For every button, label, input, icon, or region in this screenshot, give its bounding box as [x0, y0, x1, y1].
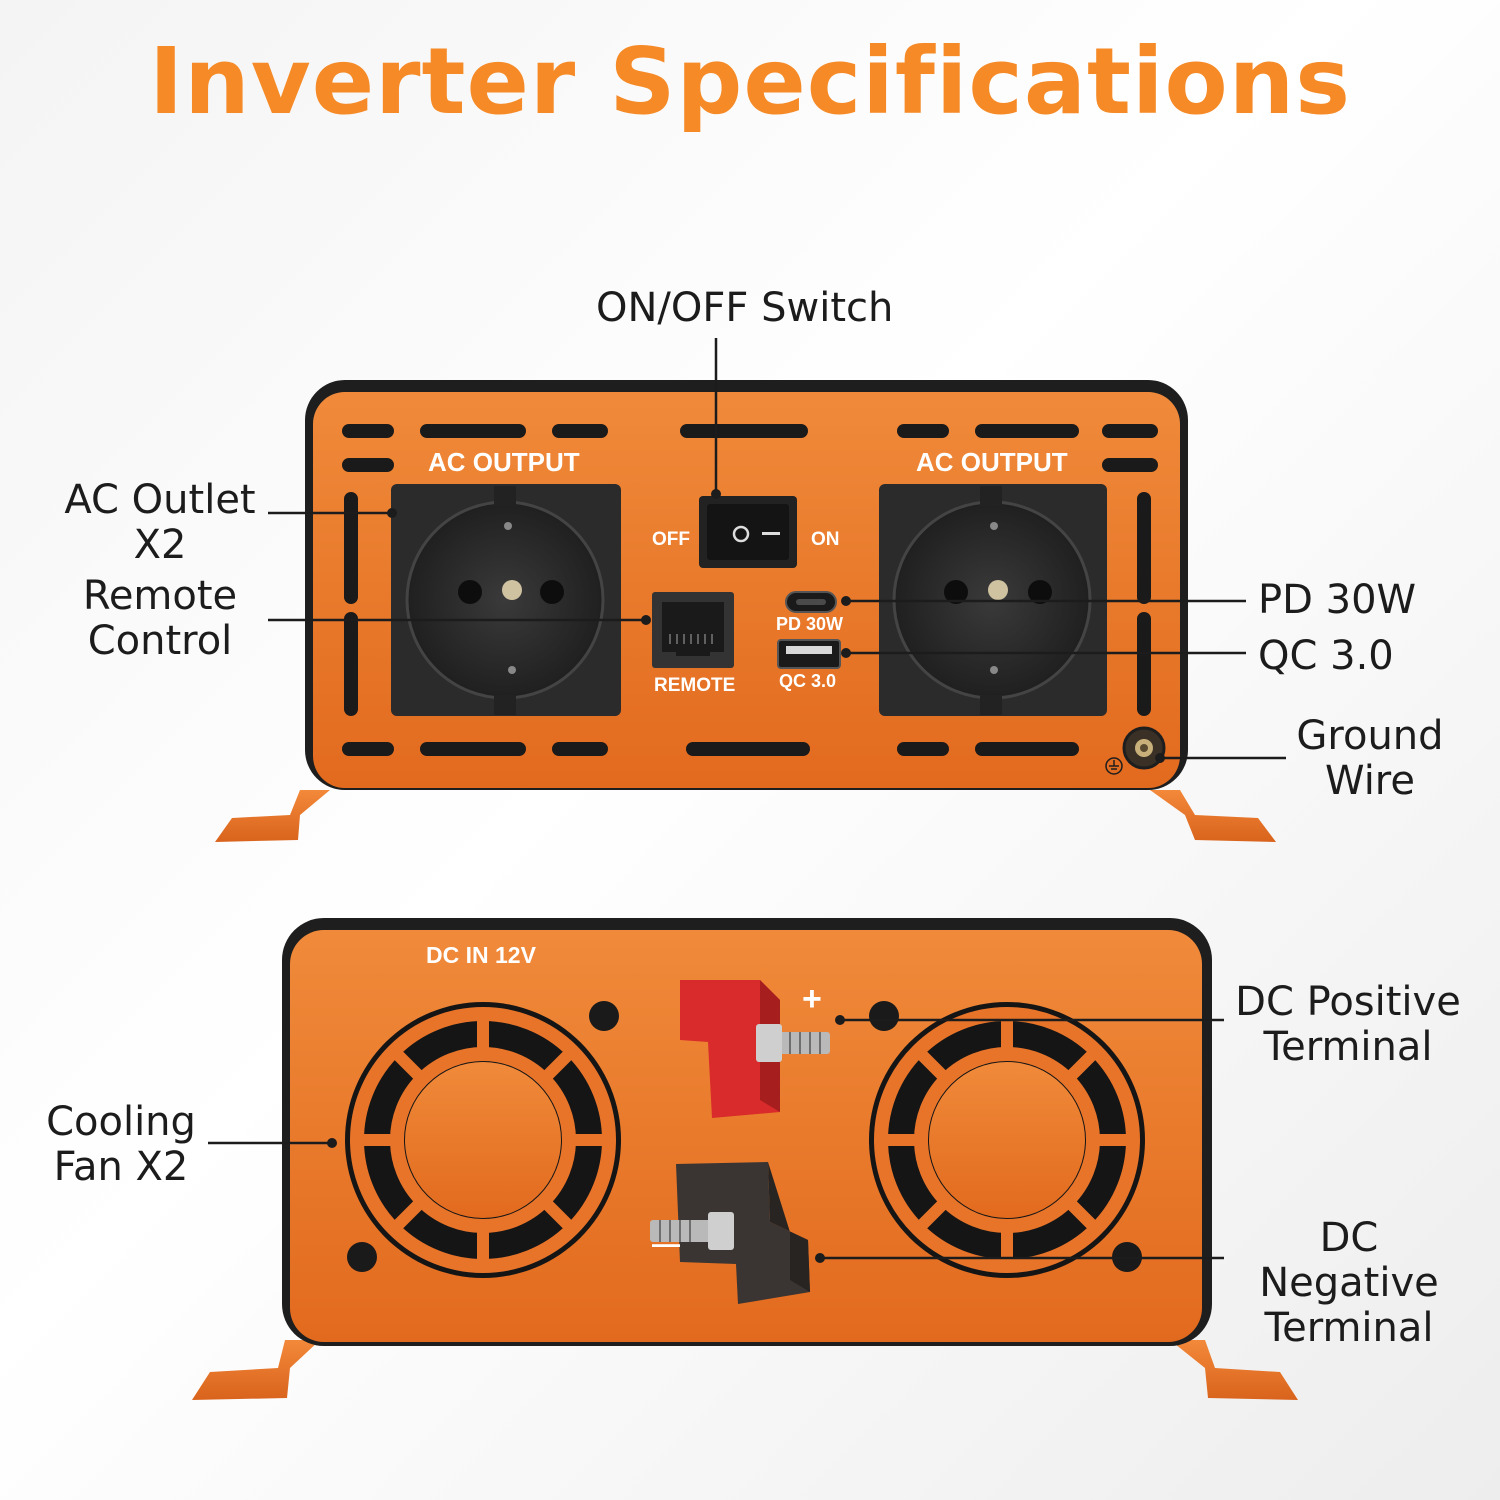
switch-on-label: ON	[811, 529, 840, 550]
fan-icon	[345, 1002, 621, 1278]
front-right-foot	[1150, 790, 1276, 842]
front-vent-slots	[342, 424, 1158, 756]
front-panel	[215, 380, 1276, 842]
pd-port-label: PD 30W	[776, 614, 844, 634]
remote-port-label: REMOTE	[654, 675, 736, 696]
rear-left-foot	[192, 1340, 320, 1400]
page-title: Inverter Specifications	[149, 28, 1351, 135]
positive-sign: +	[802, 980, 822, 1018]
fan-icon	[869, 1002, 1145, 1278]
switch-off-label: OFF	[652, 529, 690, 550]
ground-terminal[interactable]	[1122, 726, 1166, 770]
callout-leader-lines	[208, 338, 1286, 1263]
negative-sign: —	[652, 1228, 680, 1259]
usb-a-port-icon[interactable]	[777, 639, 841, 669]
callout-ground-wire: Ground Wire	[1296, 713, 1444, 804]
callout-onoff-switch: ON/OFF Switch	[596, 285, 894, 331]
dc-negative-terminal[interactable]	[650, 1162, 810, 1304]
ground-symbol-icon	[1105, 757, 1123, 775]
callout-remote-control: Remote Control	[82, 573, 238, 664]
rj45-port-icon[interactable]	[652, 592, 734, 668]
ac-output-label-right: AC OUTPUT	[916, 447, 1068, 477]
callout-pd-30w: PD 30W	[1258, 577, 1417, 623]
ac-output-label-left: AC OUTPUT	[428, 447, 580, 477]
callout-dc-negative: DC Negative Terminal	[1259, 1215, 1439, 1351]
power-switch[interactable]	[699, 496, 797, 568]
dc-positive-terminal[interactable]	[680, 980, 830, 1118]
callout-ac-outlet: AC Outlet X2	[64, 477, 256, 568]
rear-panel	[192, 918, 1298, 1400]
usb-c-port-icon[interactable]	[785, 591, 837, 613]
qc-port-label: QC 3.0	[779, 671, 837, 691]
callout-qc-30: QC 3.0	[1258, 633, 1394, 679]
ac-outlet-left[interactable]	[391, 484, 621, 716]
front-left-foot	[215, 790, 330, 842]
dc-in-label: DC IN 12V	[426, 942, 536, 968]
rear-right-foot	[1170, 1340, 1298, 1400]
callout-cooling-fan: Cooling Fan X2	[46, 1099, 196, 1190]
callout-dc-positive: DC Positive Terminal	[1235, 979, 1461, 1070]
